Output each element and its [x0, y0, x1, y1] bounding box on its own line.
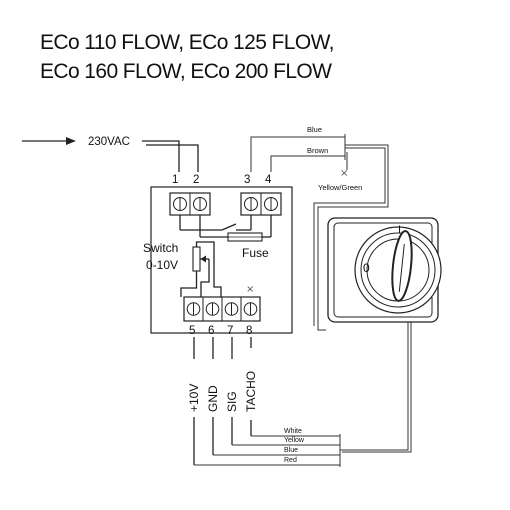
wire-label-blue: Blue	[284, 447, 298, 454]
signal-label-gnd: GND	[206, 385, 220, 412]
switch-label-line2: 0-10V	[146, 258, 178, 272]
fuse: Fuse	[227, 232, 269, 260]
wire-label-red: Red	[284, 457, 297, 464]
terminal-number-4: 4	[265, 174, 272, 186]
yellow-green-mark: ×	[340, 168, 348, 179]
terminal-number-6: 6	[208, 325, 214, 337]
terminal-number-1: 1	[172, 174, 178, 186]
terminal-number-8: 8	[246, 325, 252, 337]
terminal-number-3: 3	[244, 174, 250, 186]
internal-wiring	[179, 215, 272, 238]
terminal-number-2: 2	[193, 174, 199, 186]
wire-label-brown: Brown	[307, 146, 328, 155]
title-line-2: ECo 160 FLOW, ECo 200 FLOW	[40, 60, 332, 83]
potentiometer: Switch 0-10V	[143, 241, 222, 297]
wire-label-yellow-green: Yellow/Green	[318, 183, 362, 192]
fuse-label: Fuse	[242, 246, 269, 260]
terminal-number-7: 7	[227, 325, 233, 337]
title-line-1: ECo 110 FLOW, ECo 125 FLOW,	[40, 31, 334, 54]
bottom-wire-bundle: White Yellow Blue Red	[194, 318, 412, 467]
wire-label-blue-motor: Blue	[307, 125, 322, 134]
signal-label-10v: +10V	[187, 384, 201, 412]
terminal-number-5: 5	[189, 325, 195, 337]
controller-box	[150, 186, 293, 334]
diagram-title: ECo 110 FLOW, ECo 125 FLOW, ECo 160 FLOW…	[40, 28, 334, 86]
unused-terminal-mark: ×	[246, 284, 254, 295]
signal-wires	[193, 337, 252, 465]
switch-position-on: I	[398, 224, 401, 236]
terminal-block-5-8: ×	[183, 284, 261, 322]
switch-contact	[221, 223, 237, 231]
wire-label-yellow: Yellow	[284, 437, 305, 444]
supply-input: 230VAC	[22, 136, 199, 172]
signal-label-tacho: TACHO	[244, 371, 258, 412]
switch-position-off: 0	[363, 261, 370, 275]
motor-wires: Blue Brown × Yellow/Green	[250, 125, 389, 331]
supply-arrow-icon	[66, 137, 76, 145]
supply-label: 230VAC	[88, 136, 130, 148]
terminal-block-3-4	[240, 192, 282, 216]
switch-label-line1: Switch	[143, 241, 178, 255]
rotary-isolator-switch: 0 I	[327, 217, 442, 323]
signal-label-sig: SIG	[225, 391, 239, 412]
terminal-block-1-2	[169, 192, 211, 216]
wire-label-white: White	[284, 428, 302, 435]
